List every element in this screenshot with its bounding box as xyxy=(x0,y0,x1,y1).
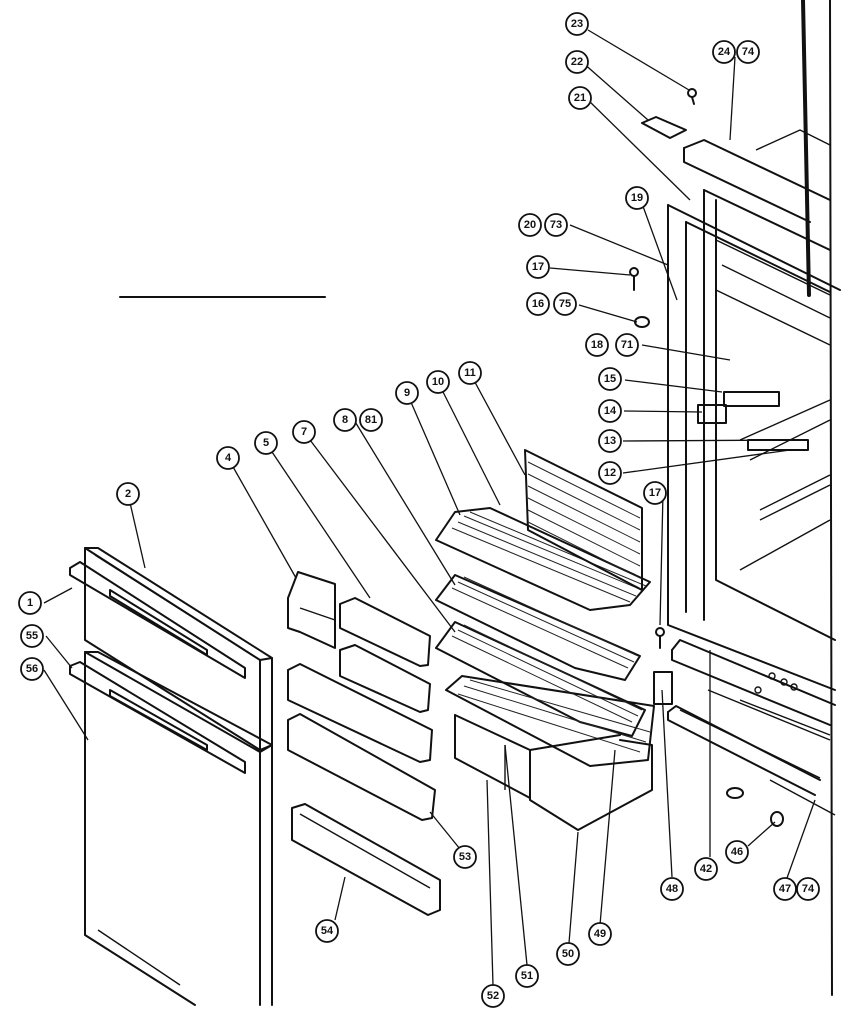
svg-text:56: 56 xyxy=(26,663,38,675)
svg-text:53: 53 xyxy=(459,851,471,863)
callout-20: 20 xyxy=(518,213,542,237)
svg-text:12: 12 xyxy=(604,467,616,479)
svg-text:11: 11 xyxy=(464,367,476,379)
callout-8: 8 xyxy=(333,408,357,432)
callout-74-bottom: 74 xyxy=(796,877,820,901)
svg-text:15: 15 xyxy=(604,373,616,385)
svg-text:24: 24 xyxy=(718,46,731,58)
callout-54: 54 xyxy=(315,919,339,943)
callout-47: 47 xyxy=(773,877,797,901)
callout-49: 49 xyxy=(588,922,612,946)
callout-55: 55 xyxy=(20,624,44,648)
callout-2: 2 xyxy=(116,482,140,506)
svg-text:13: 13 xyxy=(604,435,616,447)
svg-text:18: 18 xyxy=(591,339,603,351)
callout-21: 21 xyxy=(568,86,592,110)
svg-text:2: 2 xyxy=(125,488,131,500)
callout-18: 18 xyxy=(585,333,609,357)
callout-56: 56 xyxy=(20,657,44,681)
callout-53: 53 xyxy=(453,845,477,869)
callout-52: 52 xyxy=(481,984,505,1008)
svg-text:54: 54 xyxy=(321,925,334,937)
svg-text:16: 16 xyxy=(532,298,544,310)
callout-12: 12 xyxy=(598,461,622,485)
callout-1: 1 xyxy=(18,591,42,615)
callout-23: 23 xyxy=(565,12,589,36)
callout-22: 22 xyxy=(565,50,589,74)
upper-door xyxy=(84,547,273,751)
svg-text:71: 71 xyxy=(621,339,633,351)
svg-text:49: 49 xyxy=(594,928,606,940)
svg-text:9: 9 xyxy=(404,387,410,399)
leader-lines xyxy=(43,29,816,986)
shelf-grids xyxy=(451,511,651,753)
lower-door xyxy=(84,651,273,1006)
svg-text:42: 42 xyxy=(700,863,712,875)
svg-text:81: 81 xyxy=(365,414,377,426)
svg-text:7: 7 xyxy=(301,426,307,438)
svg-text:17: 17 xyxy=(649,487,661,499)
svg-text:55: 55 xyxy=(26,630,38,642)
door-bins xyxy=(287,571,441,916)
svg-text:8: 8 xyxy=(342,414,348,426)
callout-81: 81 xyxy=(359,408,383,432)
svg-text:22: 22 xyxy=(571,56,583,68)
callout-51: 51 xyxy=(515,964,539,988)
callout-9: 9 xyxy=(395,381,419,405)
callout-50: 50 xyxy=(556,942,580,966)
svg-text:4: 4 xyxy=(225,452,232,464)
cabinet-frame xyxy=(629,0,841,996)
door-trim xyxy=(69,561,246,774)
svg-text:74: 74 xyxy=(802,883,815,895)
svg-text:20: 20 xyxy=(524,219,536,231)
callout-71: 71 xyxy=(615,333,639,357)
svg-text:52: 52 xyxy=(487,990,499,1002)
callout-10: 10 xyxy=(426,370,450,394)
callout-19: 19 xyxy=(625,186,649,210)
callout-11: 11 xyxy=(458,361,482,385)
svg-text:5: 5 xyxy=(263,437,269,449)
svg-text:48: 48 xyxy=(666,883,678,895)
callout-75: 75 xyxy=(553,292,577,316)
callout-4: 4 xyxy=(216,446,240,470)
svg-text:23: 23 xyxy=(571,18,583,30)
glass-shelves xyxy=(435,507,655,767)
svg-text:14: 14 xyxy=(604,405,617,417)
svg-text:47: 47 xyxy=(779,883,791,895)
svg-text:74: 74 xyxy=(742,46,755,58)
svg-text:1: 1 xyxy=(27,597,33,609)
callout-74-top: 74 xyxy=(736,40,760,64)
svg-text:73: 73 xyxy=(550,219,562,231)
rear-grille xyxy=(524,449,643,591)
callout-5: 5 xyxy=(254,431,278,455)
callout-42: 42 xyxy=(694,857,718,881)
svg-text:50: 50 xyxy=(562,948,574,960)
svg-text:10: 10 xyxy=(432,376,444,388)
svg-text:19: 19 xyxy=(631,192,643,204)
svg-text:21: 21 xyxy=(574,92,586,104)
callout-48: 48 xyxy=(660,877,684,901)
callout-17-mid: 17 xyxy=(643,481,667,505)
svg-text:75: 75 xyxy=(559,298,571,310)
callout-15: 15 xyxy=(598,367,622,391)
svg-text:17: 17 xyxy=(532,261,544,273)
callout-73: 73 xyxy=(544,213,568,237)
callout-7: 7 xyxy=(292,420,316,444)
callout-17-top: 17 xyxy=(526,255,550,279)
callout-13: 13 xyxy=(598,429,622,453)
callout-16: 16 xyxy=(526,292,550,316)
svg-text:46: 46 xyxy=(731,846,743,858)
crisper-drawers xyxy=(454,714,653,831)
callout-24: 24 xyxy=(712,40,736,64)
svg-text:51: 51 xyxy=(521,970,533,982)
callout-46: 46 xyxy=(725,840,749,864)
callout-14: 14 xyxy=(598,399,622,423)
